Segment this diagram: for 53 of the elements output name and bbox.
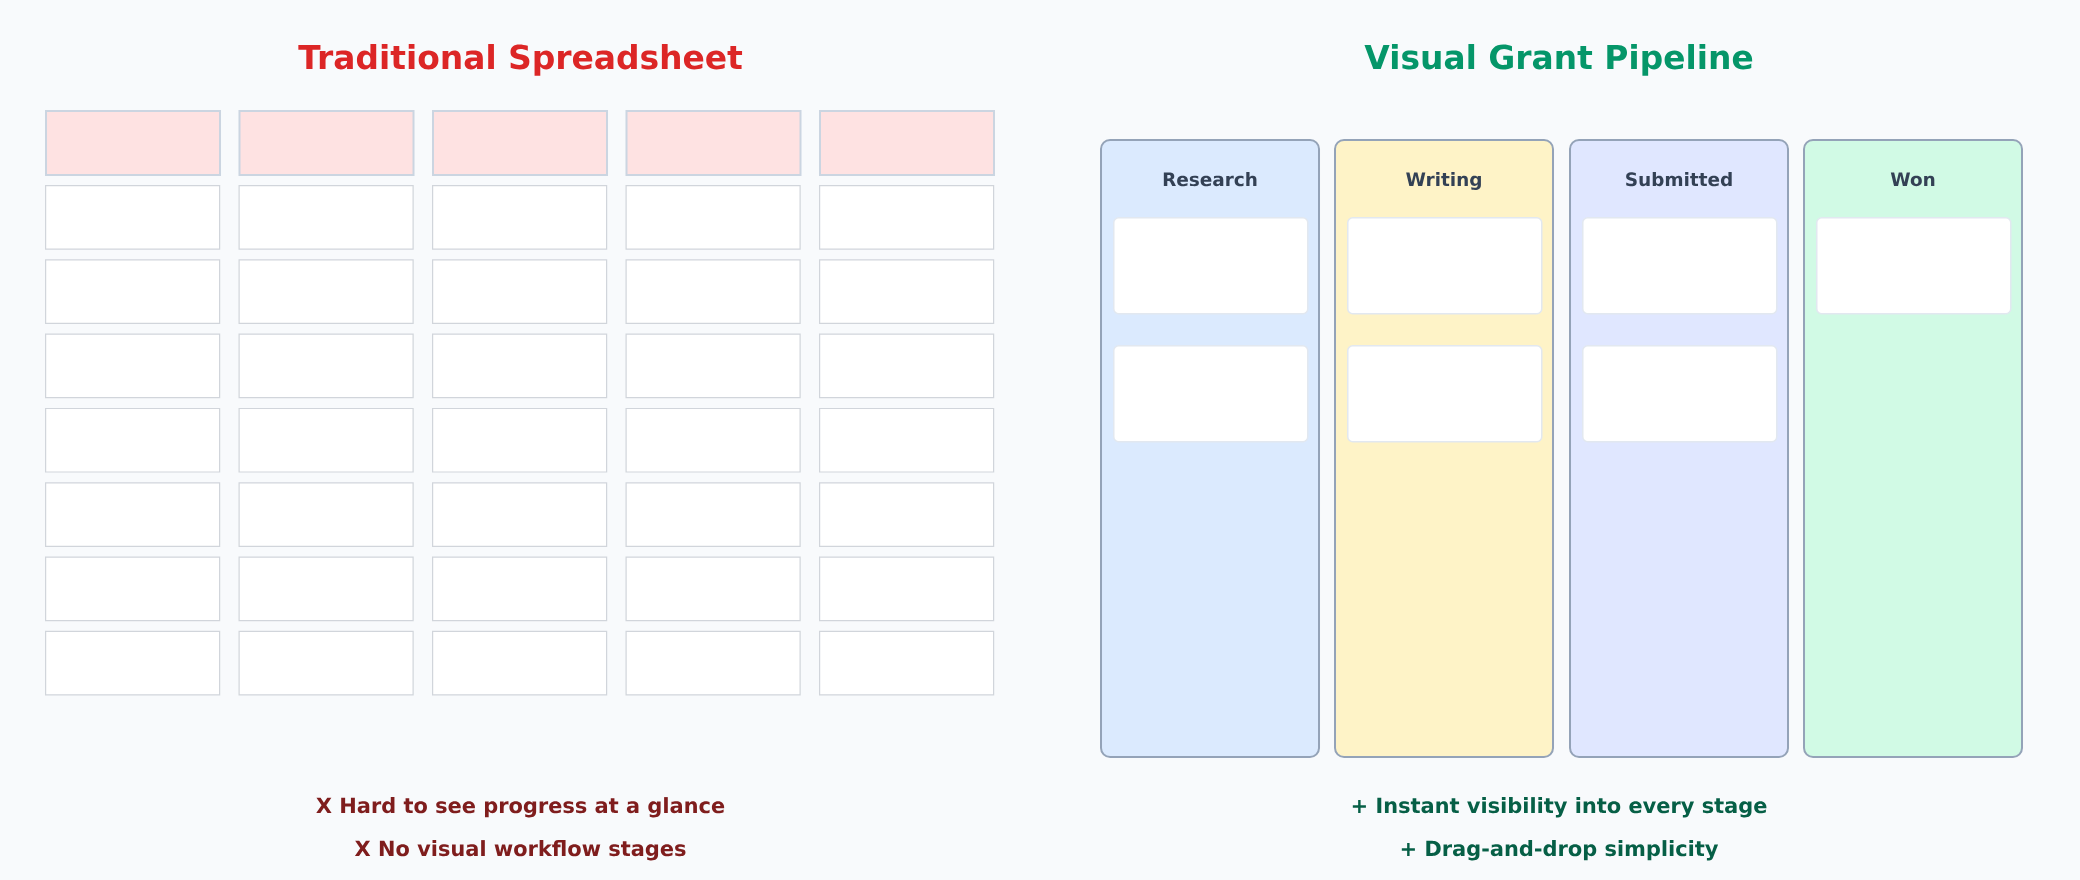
spreadsheet-cell	[819, 407, 995, 473]
spreadsheet-cell	[432, 333, 608, 399]
spreadsheet-cell	[432, 630, 608, 696]
task-card	[1347, 217, 1543, 315]
header-cell	[625, 110, 802, 176]
spreadsheet-cell	[45, 259, 221, 324]
spreadsheet-cell	[432, 482, 608, 547]
spreadsheet-cell	[238, 630, 414, 696]
spreadsheet-cell	[238, 556, 414, 622]
task-card	[1113, 345, 1309, 443]
spreadsheet-cell	[432, 556, 608, 622]
spreadsheet-cell	[238, 333, 414, 399]
note-text: + Instant visibility into every stage	[1352, 797, 1767, 818]
header-cell	[238, 110, 415, 176]
spreadsheet-cell	[819, 482, 995, 547]
spreadsheet-cell	[625, 259, 801, 324]
spreadsheet-cell	[819, 556, 995, 622]
spreadsheet-cell	[625, 333, 801, 399]
note-text: X No visual workflow stages	[354, 840, 686, 861]
spreadsheet-cell	[625, 185, 801, 250]
spreadsheet-cell	[45, 630, 221, 696]
header-cell	[432, 110, 608, 176]
spreadsheet-cell	[819, 630, 995, 696]
task-card	[1347, 345, 1543, 443]
spreadsheet-cell	[45, 407, 221, 473]
panel-heading: Traditional Spreadsheet	[298, 44, 743, 76]
spreadsheet-cell	[819, 333, 995, 399]
panel-heading: Visual Grant Pipeline	[1364, 44, 1753, 76]
spreadsheet-cell	[432, 259, 608, 324]
task-card	[1582, 217, 1778, 315]
spreadsheet-cell	[238, 259, 414, 324]
spreadsheet-cell	[625, 482, 801, 547]
spreadsheet-cell	[819, 259, 995, 324]
header-cell	[45, 110, 221, 176]
header-cell	[819, 110, 995, 176]
spreadsheet-cell	[45, 482, 221, 547]
spreadsheet-cell	[238, 407, 414, 473]
spreadsheet-cell	[45, 333, 221, 399]
spreadsheet-cell	[45, 185, 221, 250]
spreadsheet-cell	[625, 556, 801, 622]
task-card	[1816, 217, 2012, 315]
spreadsheet-cell	[819, 185, 995, 250]
spreadsheet-cell	[625, 630, 801, 696]
spreadsheet-cell	[625, 407, 801, 473]
spreadsheet-cell	[45, 556, 221, 622]
spreadsheet-cell	[238, 185, 414, 250]
task-card	[1582, 345, 1778, 443]
spreadsheet-cell	[432, 185, 608, 250]
spreadsheet-cell	[238, 482, 414, 547]
spreadsheet-cell	[432, 407, 608, 473]
note-text: + Drag-and-drop simplicity	[1401, 840, 1719, 861]
note-text: X Hard to see progress at a glance	[316, 797, 725, 818]
task-card	[1113, 217, 1309, 315]
